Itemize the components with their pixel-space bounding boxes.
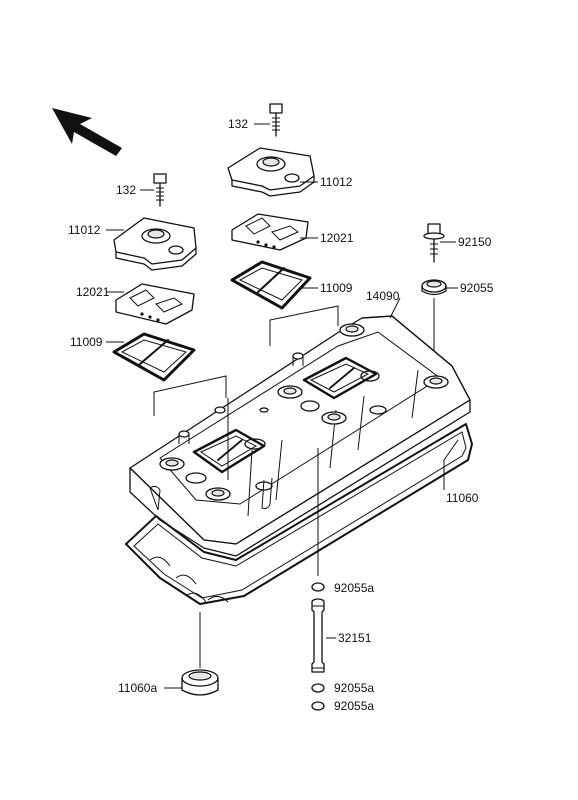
label-cap-upper: 11012 xyxy=(320,175,353,189)
oring-92055a-1 xyxy=(311,582,325,592)
front-direction-arrow-icon xyxy=(52,108,122,156)
washer-92055 xyxy=(421,279,447,296)
label-plate-upper: 12021 xyxy=(320,231,354,245)
label-oring-a3: 92055a xyxy=(334,699,374,713)
plate-12021-upper xyxy=(231,213,309,251)
bolt-132-left xyxy=(153,173,167,207)
cap-11012-upper xyxy=(227,147,315,197)
label-bolt-left: 132 xyxy=(116,183,136,197)
oring-92055a-3 xyxy=(311,701,325,711)
label-gasket-left: 11009 xyxy=(70,335,103,349)
gasket-11009-left xyxy=(112,332,196,382)
bolt-92150 xyxy=(423,223,445,263)
cover-gasket-11060 xyxy=(125,423,473,605)
label-gasket-upper: 11009 xyxy=(320,281,353,295)
label-oring-a2: 92055a xyxy=(334,681,374,695)
label-plate-left: 12021 xyxy=(76,285,110,299)
label-pipe: 32151 xyxy=(338,631,372,645)
label-oring-a1: 92055a xyxy=(334,581,374,595)
label-washer-right: 92055 xyxy=(460,281,494,295)
label-cover-gasket: 11060 xyxy=(446,491,479,505)
label-bolt-right: 92150 xyxy=(458,235,492,249)
plate-12021-left xyxy=(115,283,195,325)
oil-pipe-32151 xyxy=(311,598,325,673)
leader-left-group xyxy=(153,375,227,416)
label-leaders xyxy=(106,123,459,689)
label-cover: 14090 xyxy=(366,289,400,303)
label-cap-left: 11012 xyxy=(68,223,101,237)
gasket-11009-upper xyxy=(230,260,312,310)
plug-seal-11060a xyxy=(181,669,219,696)
label-plug-seal: 11060a xyxy=(118,681,157,695)
oring-92055a-2 xyxy=(311,683,325,693)
label-bolt-upper: 132 xyxy=(228,117,248,131)
cylinder-head-cover-14090 xyxy=(129,315,471,557)
leader-upper-group xyxy=(269,305,339,346)
bolt-132-upper xyxy=(269,103,283,137)
cap-11012-left xyxy=(113,217,197,271)
